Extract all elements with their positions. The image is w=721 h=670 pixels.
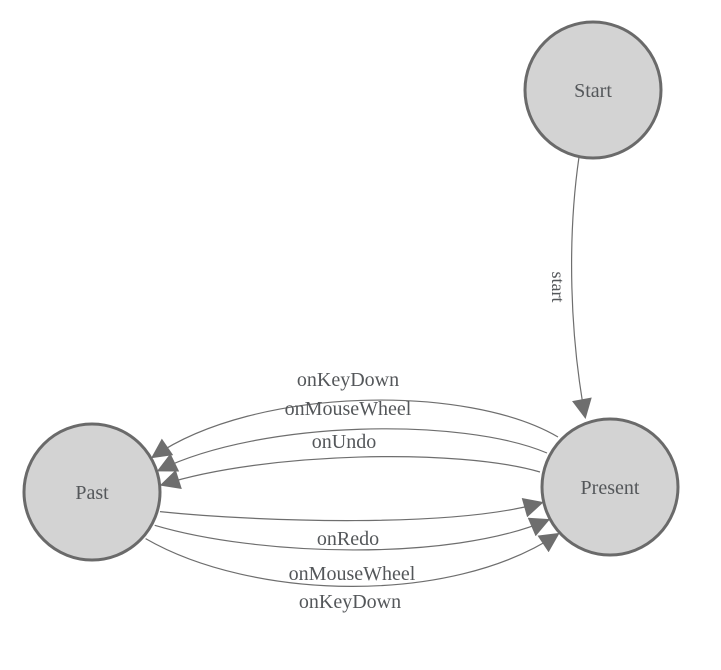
edge-past-present-onmousewheel: onMouseWheel <box>154 517 551 585</box>
edge-label-start: start <box>548 272 568 303</box>
edge-label-onredo: onRedo <box>317 528 379 550</box>
edge-path-onmousewheel-lower <box>154 517 551 551</box>
present-node-label: Present <box>581 477 640 499</box>
past-node-label: Past <box>75 482 109 504</box>
edge-present-past-onmousewheel: onMouseWheel <box>156 398 548 472</box>
edge-label-onkeydown-lower: onKeyDown <box>299 591 401 613</box>
start-node-circle <box>523 20 663 160</box>
present-node-circle <box>540 417 680 557</box>
edge-label-onmousewheel-lower: onMouseWheel <box>289 563 416 585</box>
edge-start-present: start <box>548 156 592 419</box>
start-node-label: Start <box>574 80 612 102</box>
edge-path-onmousewheel-upper <box>156 428 548 472</box>
edge-path-onkeydown-lower <box>145 532 560 587</box>
state-node-start: Start <box>523 20 663 160</box>
edge-path-start <box>570 156 592 419</box>
state-node-present: Present <box>540 417 680 557</box>
edge-label-onmousewheel-upper: onMouseWheel <box>285 398 412 420</box>
past-node-circle <box>22 422 162 562</box>
edge-path-onundo <box>159 456 541 489</box>
edge-past-present-onredo: onRedo <box>159 497 544 550</box>
edge-path-onredo <box>159 497 544 522</box>
edge-label-onundo: onUndo <box>312 431 376 453</box>
edge-path-onkeydown-upper <box>151 399 559 459</box>
state-node-past: Past <box>22 422 162 562</box>
edge-present-past-onundo: onUndo <box>159 431 541 489</box>
edge-past-present-onkeydown: onKeyDown <box>145 532 560 613</box>
edge-present-past-onkeydown: onKeyDown <box>151 369 559 459</box>
edge-label-onkeydown-upper: onKeyDown <box>297 369 399 391</box>
